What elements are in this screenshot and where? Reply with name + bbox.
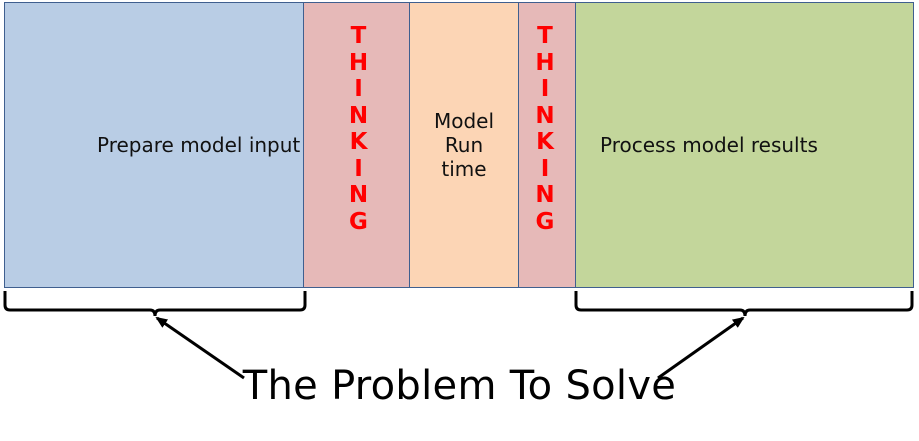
model-run-block: Model Run time [409,2,519,288]
thinking-letter: I [354,155,363,182]
thinking-letter: H [348,49,369,76]
right-bracket [574,291,914,317]
thinking-letter: T [537,23,553,49]
process-results-block: Process model results [575,2,914,288]
thinking-letter: G [349,208,368,235]
process-results-label: Process model results [600,133,818,157]
thinking-letter: I [540,155,550,182]
model-run-label: Model Run time [410,109,518,181]
model-run-line: Model [433,109,495,133]
thinking-block-left: T H I N K I N G [303,2,410,288]
thinking-text-right: T H I N K I N G [517,23,573,235]
right-arrow [657,316,745,380]
thinking-block-right: T H I N K I N G [518,2,576,288]
thinking-letter: T [350,23,367,49]
left-arrow [155,316,245,380]
left-bracket [3,291,307,317]
model-run-line: time [441,157,487,181]
thinking-letter: N [348,182,369,208]
thinking-letter: K [349,129,368,155]
thinking-text-left: T H I N K I N G [306,23,411,235]
thinking-letter: I [354,76,363,102]
thinking-letter: I [540,76,550,102]
thinking-letter: N [535,102,555,129]
thinking-letter: N [535,182,555,208]
thinking-letter: K [536,129,554,155]
thinking-letter: N [348,102,369,129]
thinking-letter: G [535,208,555,235]
prepare-input-label: Prepare model input [97,133,301,157]
model-run-line: Run [444,133,484,157]
thinking-letter: H [535,49,555,76]
prepare-input-block: Prepare model input [4,2,304,288]
problem-caption: The Problem To Solve [242,363,677,409]
